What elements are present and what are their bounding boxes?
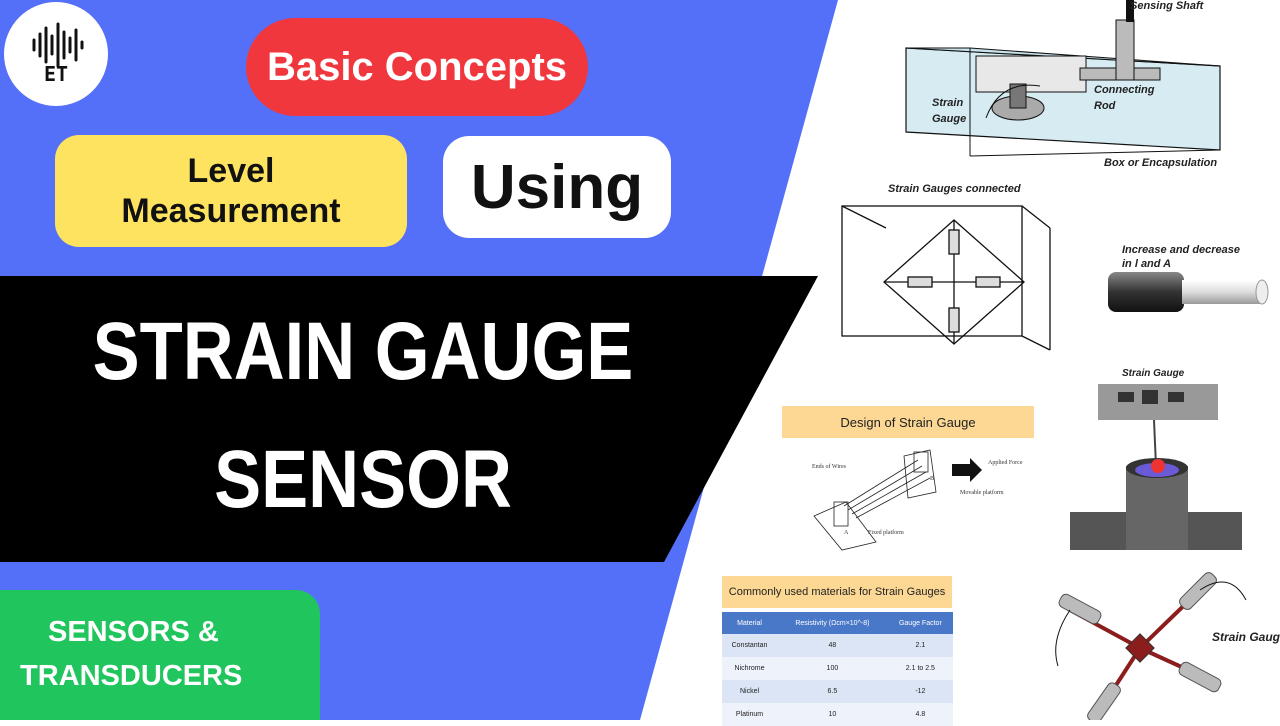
ends-label: Ends of Wires — [812, 464, 846, 470]
category-line-2: TRANSDUCERS — [20, 660, 243, 692]
col-resistivity: Resistivity (Ωcm×10^-8) — [777, 612, 888, 634]
a-label: A — [844, 530, 849, 536]
category-badge: SENSORS & TRANSDUCERS — [0, 590, 320, 720]
materials-table: Material Resistivity (Ωcm×10^-8) Gauge F… — [722, 612, 953, 726]
using-badge: Using — [443, 136, 671, 238]
level-measurement-badge: Level Measurement — [55, 135, 407, 247]
category-line-1: SENSORS & — [48, 616, 219, 648]
soundwave-icon — [32, 22, 84, 68]
logo-text: ET — [43, 62, 69, 86]
table-row: Nickel 6.5 -12 — [722, 680, 953, 703]
design-header: Design of Strain Gauge — [782, 406, 1034, 438]
rod-label: Rod — [1094, 100, 1116, 112]
sensing-shaft-label: Sensing Shaft — [1130, 0, 1204, 12]
cell: 4.8 — [887, 703, 953, 726]
cell: 2.1 — [887, 634, 953, 657]
cell: 10 — [777, 703, 888, 726]
strain-label: Strain — [932, 97, 964, 109]
cell: 2.1 to 2.5 — [887, 657, 953, 680]
connected-caption: Strain Gauges connected — [888, 183, 1021, 195]
cell: Constantan — [722, 634, 778, 657]
box-label: Box or Encapsulation — [1104, 157, 1218, 169]
col-gauge-factor: Gauge Factor — [887, 612, 953, 634]
table-row: Platinum 10 4.8 — [722, 703, 953, 726]
title-banner — [0, 276, 818, 562]
cell: 48 — [777, 634, 888, 657]
gauge3d-caption: Strain Gauge — [1122, 368, 1185, 379]
cell: Nichrome — [722, 657, 778, 680]
measurement-text: Measurement — [121, 192, 341, 230]
connected-gauges-diagram — [841, 205, 1051, 351]
materials-header: Commonly used materials for Strain Gauge… — [722, 576, 952, 608]
gauge3d-diagram — [1070, 384, 1242, 550]
cylinder-caption-2: in l and A — [1122, 258, 1172, 270]
col-material: Material — [722, 612, 778, 634]
cylinder-caption-1: Increase and decrease — [1122, 244, 1241, 256]
fixed-label: Fixed platform — [868, 530, 904, 536]
encapsulation-diagram — [905, 0, 1221, 157]
cylinder-rod-diagram — [1108, 272, 1269, 312]
channel-logo: ET — [4, 2, 108, 106]
title-line-1: STRAIN GAUGE — [92, 306, 634, 397]
cell: Nickel — [722, 680, 778, 703]
movable-label: Movable platform — [960, 490, 1004, 496]
basic-concepts-badge: Basic Concepts — [246, 18, 588, 116]
force-label: Applied Force — [988, 460, 1023, 466]
cell: 100 — [777, 657, 888, 680]
cell: Platinum — [722, 703, 778, 726]
table-row: Nichrome 100 2.1 to 2.5 — [722, 657, 953, 680]
cell: 6.5 — [777, 680, 888, 703]
design-diagram — [813, 449, 982, 551]
connecting-label: Connecting — [1094, 84, 1155, 96]
level-text: Level — [187, 152, 275, 190]
b-label: B — [930, 476, 935, 482]
cross-gauge-caption: Strain Gaug — [1212, 630, 1280, 644]
cross-gauge-diagram — [1055, 572, 1247, 720]
gauge-label: Gauge — [932, 113, 967, 125]
cell: -12 — [887, 680, 953, 703]
table-row: Constantan 48 2.1 — [722, 634, 953, 657]
title-line-2: SENSOR — [214, 434, 512, 525]
